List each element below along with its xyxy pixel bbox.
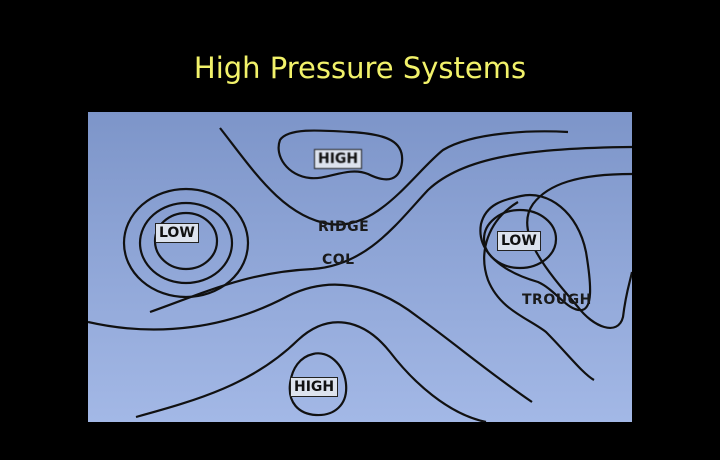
isobar-high-top	[277, 129, 404, 181]
isobar-ridge	[219, 127, 569, 226]
isobar-high-bottom	[288, 352, 348, 417]
isobar-bottom	[135, 321, 487, 422]
label-low-right: LOW	[497, 231, 541, 251]
slide-title: High Pressure Systems	[193, 51, 527, 85]
label-trough: TROUGH	[522, 292, 592, 308]
isobar-trough-outer	[526, 172, 632, 329]
isobar-low-left-outer	[122, 187, 250, 299]
isobar-trough-middle	[483, 201, 595, 381]
isobar-col	[149, 145, 632, 314]
label-low-left: LOW	[155, 223, 199, 243]
isobar-low-left-middle	[138, 201, 234, 285]
isobar-middle	[88, 283, 533, 403]
label-ridge: RIDGE	[318, 219, 370, 235]
label-high-top: HIGH	[314, 149, 363, 169]
weather-map: HIGH LOW LOW HIGH RIDGE COL TROUGH	[88, 112, 632, 422]
isobar-trough-inner	[479, 193, 592, 312]
label-high-bottom: HIGH	[290, 377, 339, 397]
label-col: COL	[322, 252, 355, 268]
isobar-low-right-inner	[482, 208, 558, 270]
